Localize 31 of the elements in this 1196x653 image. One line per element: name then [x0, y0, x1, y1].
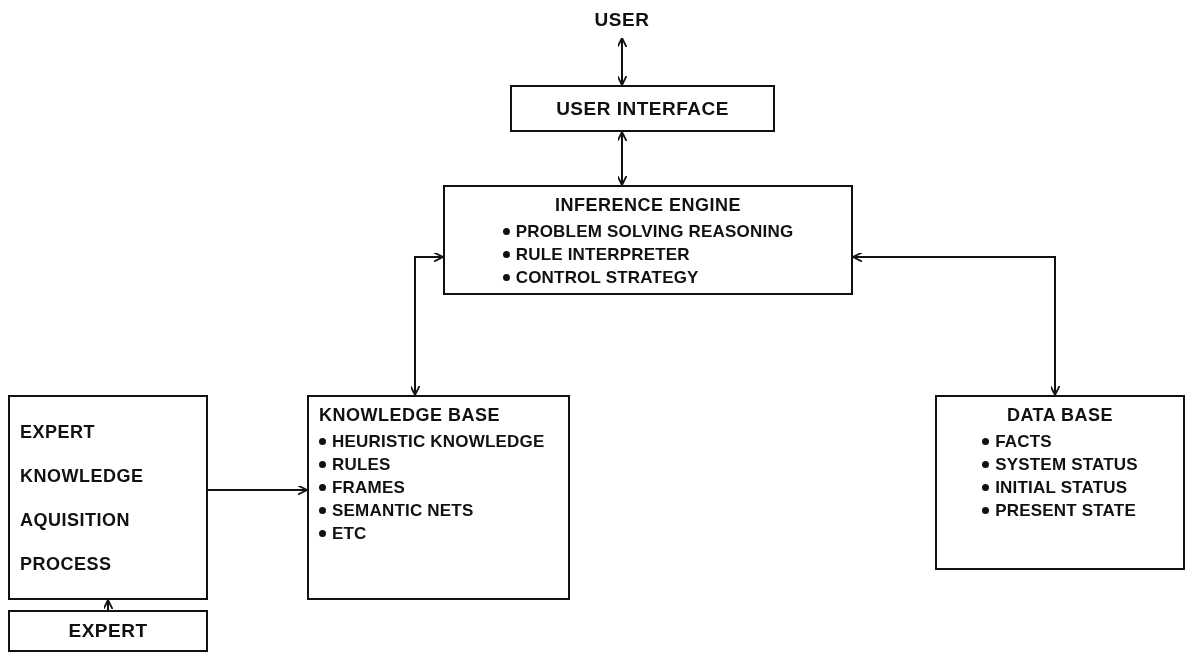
bullet-item: INITIAL STATUS [982, 476, 1128, 499]
double-arrow [852, 251, 1061, 396]
arrow [207, 484, 308, 496]
process-box [307, 395, 570, 600]
box-label: EXPERT [68, 620, 148, 642]
double-arrow [616, 37, 628, 86]
process-box [510, 85, 775, 132]
bullet-item: PROBLEM SOLVING REASONING [502, 220, 794, 243]
bullet-item: SYSTEM STATUS [982, 453, 1138, 476]
process-box [8, 610, 208, 652]
process-box [935, 395, 1185, 570]
bullet-item: RULES [319, 453, 391, 476]
bullet-item: RULE INTERPRETER [502, 243, 690, 266]
box-heading: EXPERT KNOWLEDGE AQUISITION PROCESS [20, 420, 144, 576]
bullet-item: PRESENT STATE [982, 499, 1136, 522]
bullet-item: FACTS [982, 430, 1052, 453]
bullet-item: HEURISTIC KNOWLEDGE [319, 430, 545, 453]
double-arrow [409, 251, 444, 396]
process-box [443, 185, 853, 295]
box-label: USER INTERFACE [556, 97, 729, 120]
bullet-item: ETC [319, 522, 367, 545]
arrow [102, 599, 114, 611]
box-heading: INFERENCE ENGINE [555, 195, 741, 216]
bullet-item: CONTROL STRATEGY [502, 266, 699, 289]
bullet-item: SEMANTIC NETS [319, 499, 474, 522]
box-heading: KNOWLEDGE BASE [319, 405, 500, 426]
bullet-item: FRAMES [319, 476, 405, 499]
process-box [8, 395, 208, 600]
double-arrow [616, 131, 628, 186]
box-heading: DATA BASE [1006, 405, 1114, 426]
box-label: USER [594, 9, 650, 31]
